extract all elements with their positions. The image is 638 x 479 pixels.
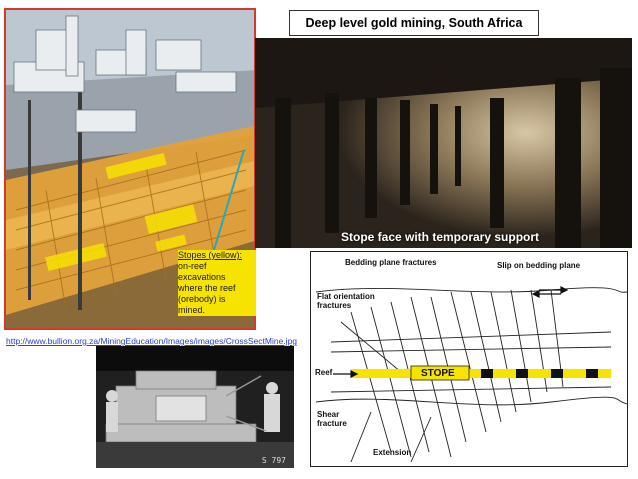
annotation-line-1: Stopes (yellow): bbox=[178, 250, 256, 261]
stopes-annotation: Stopes (yellow): on-reef excavations whe… bbox=[178, 250, 256, 316]
frame-number: S 797 bbox=[261, 456, 286, 465]
machine-photo-graphic bbox=[96, 346, 294, 468]
fracture-diagram-graphic bbox=[315, 286, 627, 463]
annotation-line-6: mined. bbox=[178, 305, 256, 316]
annotation-line-5: (orebody) is bbox=[178, 294, 256, 305]
source-url-link[interactable]: http://www.bullion.org.za/MiningEducatio… bbox=[6, 336, 298, 346]
label-reef: Reef bbox=[315, 368, 333, 377]
label-extension: Extension bbox=[373, 448, 412, 457]
label-shear-fracture: Shear fracture bbox=[317, 410, 347, 428]
annotation-line-3: excavations bbox=[178, 272, 256, 283]
label-bedding-plane-fractures: Bedding plane fractures bbox=[345, 258, 437, 267]
label-stope: STOPE bbox=[421, 368, 455, 379]
slide-title: Deep level gold mining, South Africa bbox=[289, 10, 539, 36]
fracture-diagram: Bedding plane fractures Slip on bedding … bbox=[310, 251, 628, 467]
stope-photo-caption: Stope face with temporary support bbox=[340, 230, 540, 244]
stope-face-photo bbox=[255, 38, 632, 248]
label-slip-on-bedding-plane: Slip on bedding plane bbox=[497, 261, 581, 270]
stope-photo-graphic bbox=[255, 38, 632, 248]
label-flat-orientation-fractures: Flat orientation fractures bbox=[317, 292, 375, 310]
annotation-line-4: where the reef bbox=[178, 283, 256, 294]
annotation-line-2: on-reef bbox=[178, 261, 256, 272]
mining-machine-photo: S 797 bbox=[96, 346, 294, 468]
